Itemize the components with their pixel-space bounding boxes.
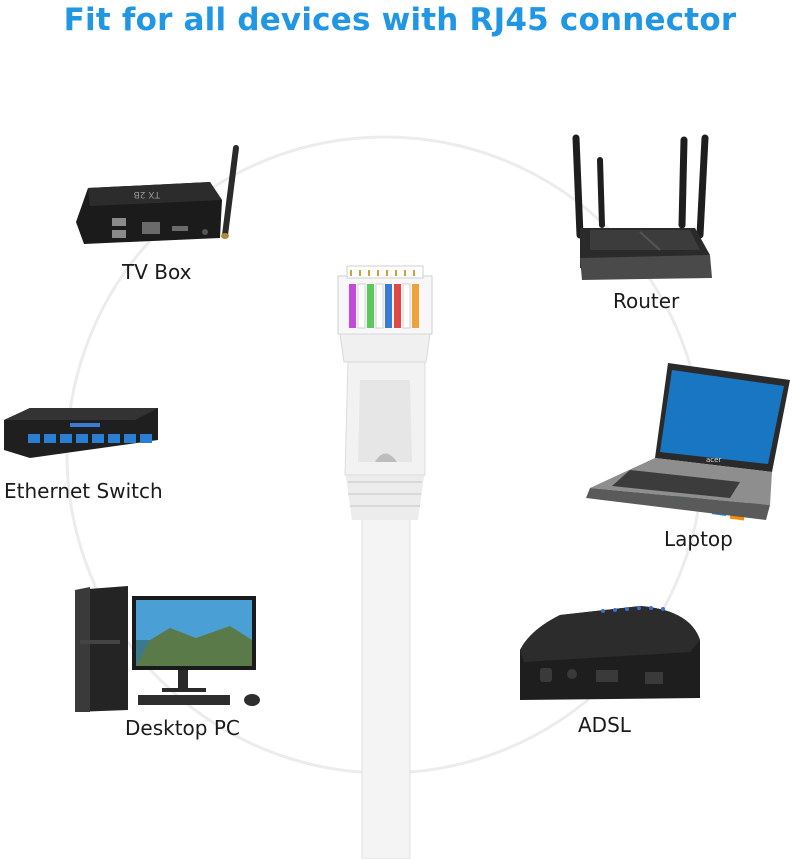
- desktop-pc-label: Desktop PC: [125, 716, 240, 740]
- rj45-cable-image: [337, 265, 433, 859]
- tv-box-model-text: TX 2B: [134, 189, 161, 199]
- adsl-label: ADSL: [578, 713, 631, 737]
- laptop-brand-text: acer: [706, 456, 721, 464]
- ethernet-switch-label: Ethernet Switch: [4, 479, 163, 503]
- adsl-modem-image: [520, 606, 700, 700]
- desktop-pc-image: [75, 586, 260, 712]
- router-label: Router: [613, 289, 680, 313]
- page-title: Fit for all devices with RJ45 connector: [63, 2, 737, 38]
- tv-box-image: TX 2B: [76, 145, 239, 244]
- ethernet-switch-image: [4, 408, 158, 458]
- laptop-image: acer: [586, 363, 790, 521]
- tv-box-label: TV Box: [122, 260, 192, 284]
- laptop-label: Laptop: [664, 527, 733, 551]
- router-image: [572, 134, 712, 280]
